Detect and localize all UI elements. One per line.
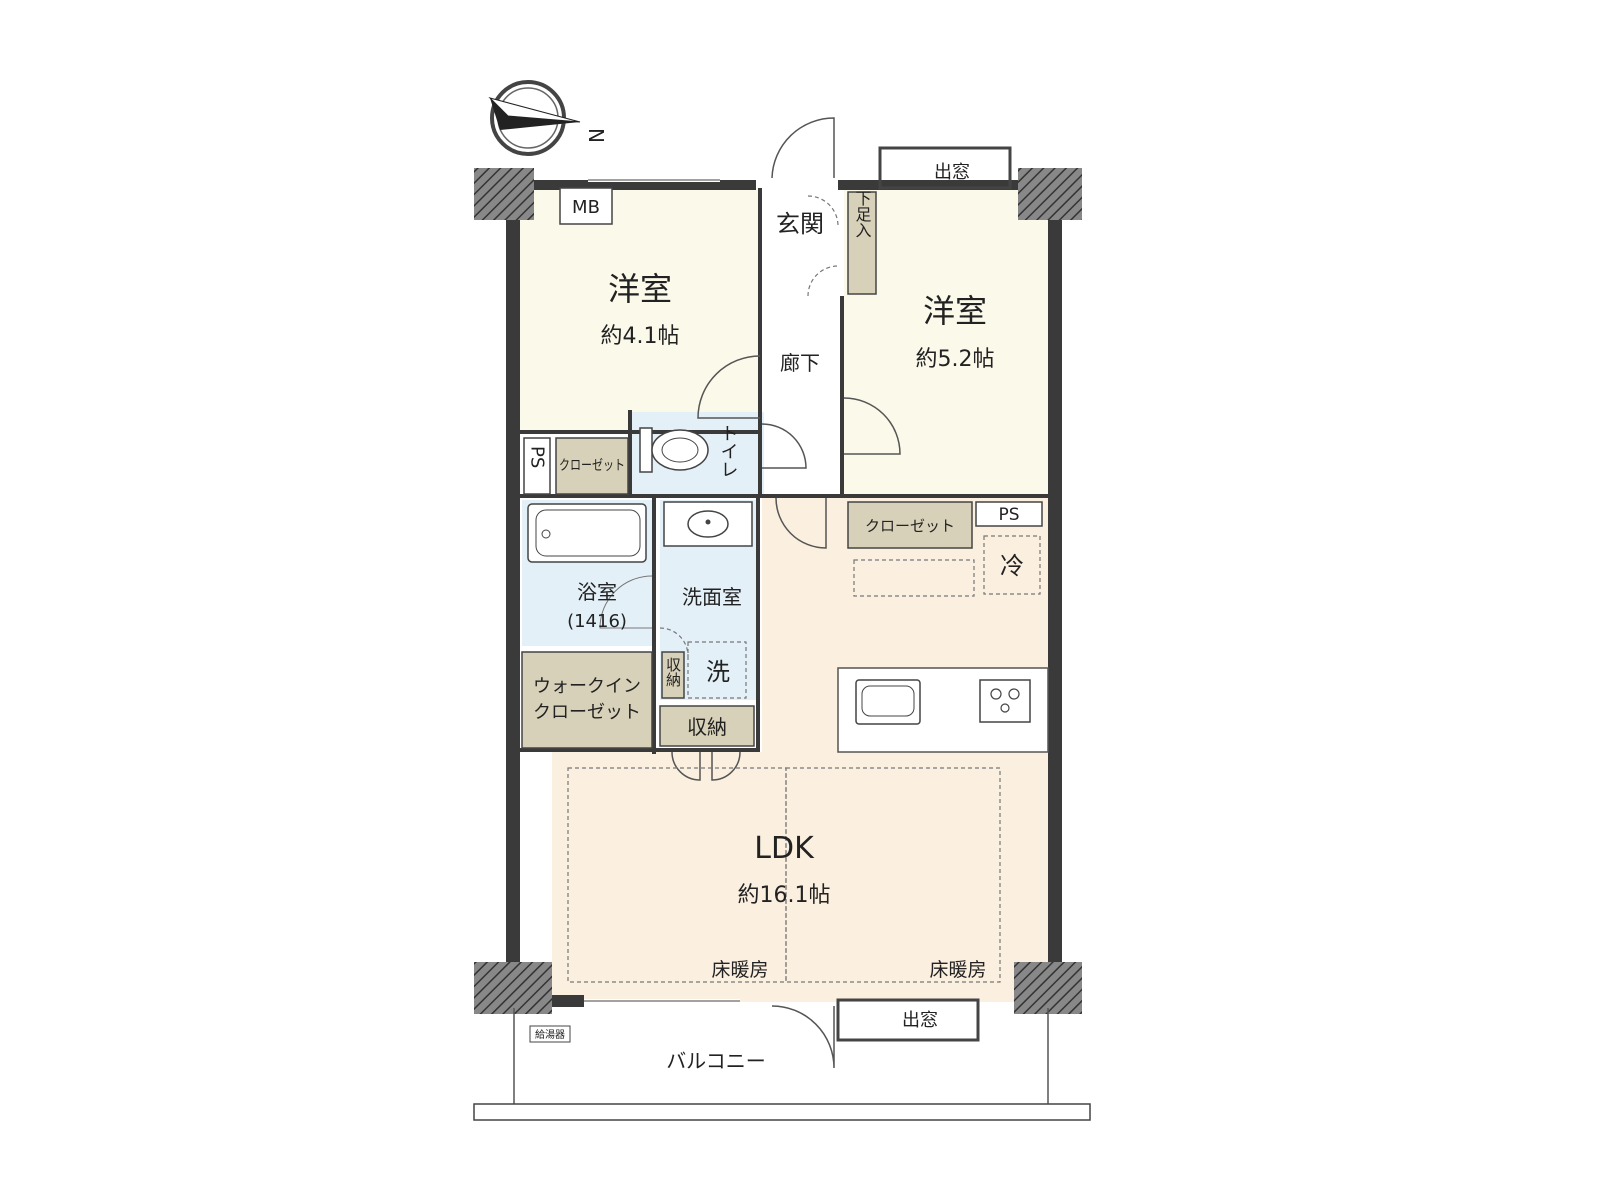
mb-box [559,187,613,225]
ps-left-box [523,437,551,495]
sink-icon [663,501,753,547]
hallway-floor [760,188,844,498]
laundry-label: 洗 [706,658,730,686]
fixtures [473,178,1091,1121]
western-room-2-name: 洋室 [923,292,987,330]
western-room-2-floor [844,188,1048,498]
water-heater-label: 給湯器 [535,1028,565,1041]
closet-right-label: クローゼット [865,517,955,535]
ldk-name: LDK [754,831,815,866]
walk-in-closet-label-1: ウォークイン [533,676,641,697]
walls [474,146,1082,1042]
ps-right-label: PS [998,505,1019,525]
toilet-icon [639,427,709,473]
floor-heating-label-2: 床暖房 [929,959,986,981]
washroom-label: 洗面室 [682,585,742,609]
bay-window-top-label: 出窓 [934,162,970,183]
stove-icon [979,679,1031,723]
closet-small-box [555,437,629,495]
ldk-area: 約16.1帖 [738,883,831,908]
hallway-label: 廊下 [780,351,820,375]
bathroom-size-label: (1416) [567,611,627,632]
fridge-space [983,535,1041,595]
walk-in-closet-label-2: クローゼット [533,702,641,723]
compass: N [488,80,608,156]
walk-in-closet-box [521,651,653,749]
western-room-1-floor [520,188,760,432]
shoe-box-label: 下足入 [853,190,872,238]
ldk-floor [552,498,1048,1002]
kitchen-counter-back [853,559,975,597]
storage-small-label: 収納 [664,657,682,688]
ps-right-box [975,501,1043,527]
floor-heating-area-2 [785,767,1001,983]
closet-right-box [847,501,973,549]
western-room-1-name: 洋室 [608,270,672,308]
floor-heating-label-1: 床暖房 [711,959,768,981]
balcony [473,1008,1091,1121]
balcony-label: バルコニー [666,1049,766,1073]
toilet-label: トイレ [718,424,739,478]
bay-window-bottom-label: 出窓 [902,1010,938,1031]
western-room-2-area: 約5.2帖 [916,347,995,372]
shoe-box [847,191,877,295]
laundry-space [687,641,747,699]
ps-left-label: PS [527,446,548,468]
western-room-1-area: 約4.1帖 [601,324,680,349]
fridge-label: 冷 [1000,552,1024,580]
mb-label: MB [572,197,600,218]
bathtub-icon [527,503,647,563]
compass-north-label: N [584,128,608,143]
closet-small-label: クローゼット [559,458,625,474]
kitchen-sink-icon [855,679,921,725]
bathroom-label: 浴室 [577,580,617,604]
doors [599,117,901,1069]
storage-small-box [661,651,685,699]
storage-label: 収納 [687,715,727,739]
entrance-label: 玄関 [776,210,824,238]
water-heater-box [529,1025,571,1043]
storage-box [659,705,755,747]
labels: MB 洋室 約4.1帖 洋室 約5.2帖 玄関 下足入 廊下 出窓 出窓 トイレ… [527,162,1025,1073]
